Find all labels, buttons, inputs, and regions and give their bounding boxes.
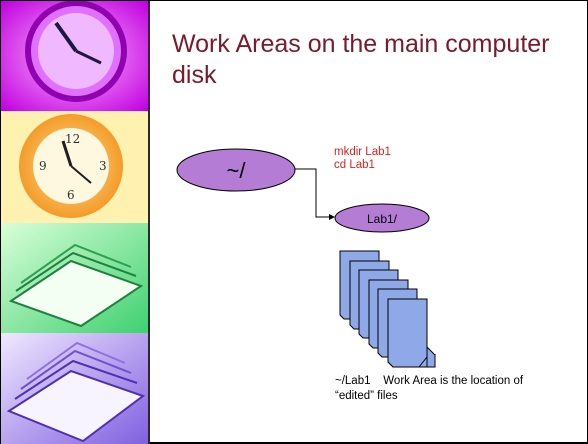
caption-line: “edited” files <box>335 390 398 402</box>
command-line: cd Lab1 <box>334 159 375 171</box>
svg-text:6: 6 <box>67 188 75 202</box>
caption-line: ~/Lab1 Work Area is the location of <box>335 375 524 387</box>
svg-text:9: 9 <box>39 159 47 173</box>
file-stack <box>339 250 436 368</box>
home-node <box>176 148 296 192</box>
arrow-head <box>329 214 335 220</box>
svg-text:3: 3 <box>99 159 107 173</box>
connector-arrow <box>295 168 329 218</box>
work-area-caption: ~/Lab1 Work Area is the location of “edi… <box>335 374 585 404</box>
svg-text:12: 12 <box>65 132 80 146</box>
lab-node-label: Lab1/ <box>367 212 398 226</box>
page-fold-icon <box>418 356 428 368</box>
commands-text: mkdir Lab1 cd Lab1 <box>334 146 391 172</box>
file-page-icon <box>387 298 428 368</box>
lab-node <box>334 203 430 233</box>
strip-divider <box>148 1 150 444</box>
decorative-image-strip: 12 9 3 6 <box>1 1 148 444</box>
home-node-label: ~/ <box>227 158 247 183</box>
slide-title: Work Areas on the main computer disk <box>172 30 550 89</box>
command-line: mkdir Lab1 <box>334 146 391 158</box>
